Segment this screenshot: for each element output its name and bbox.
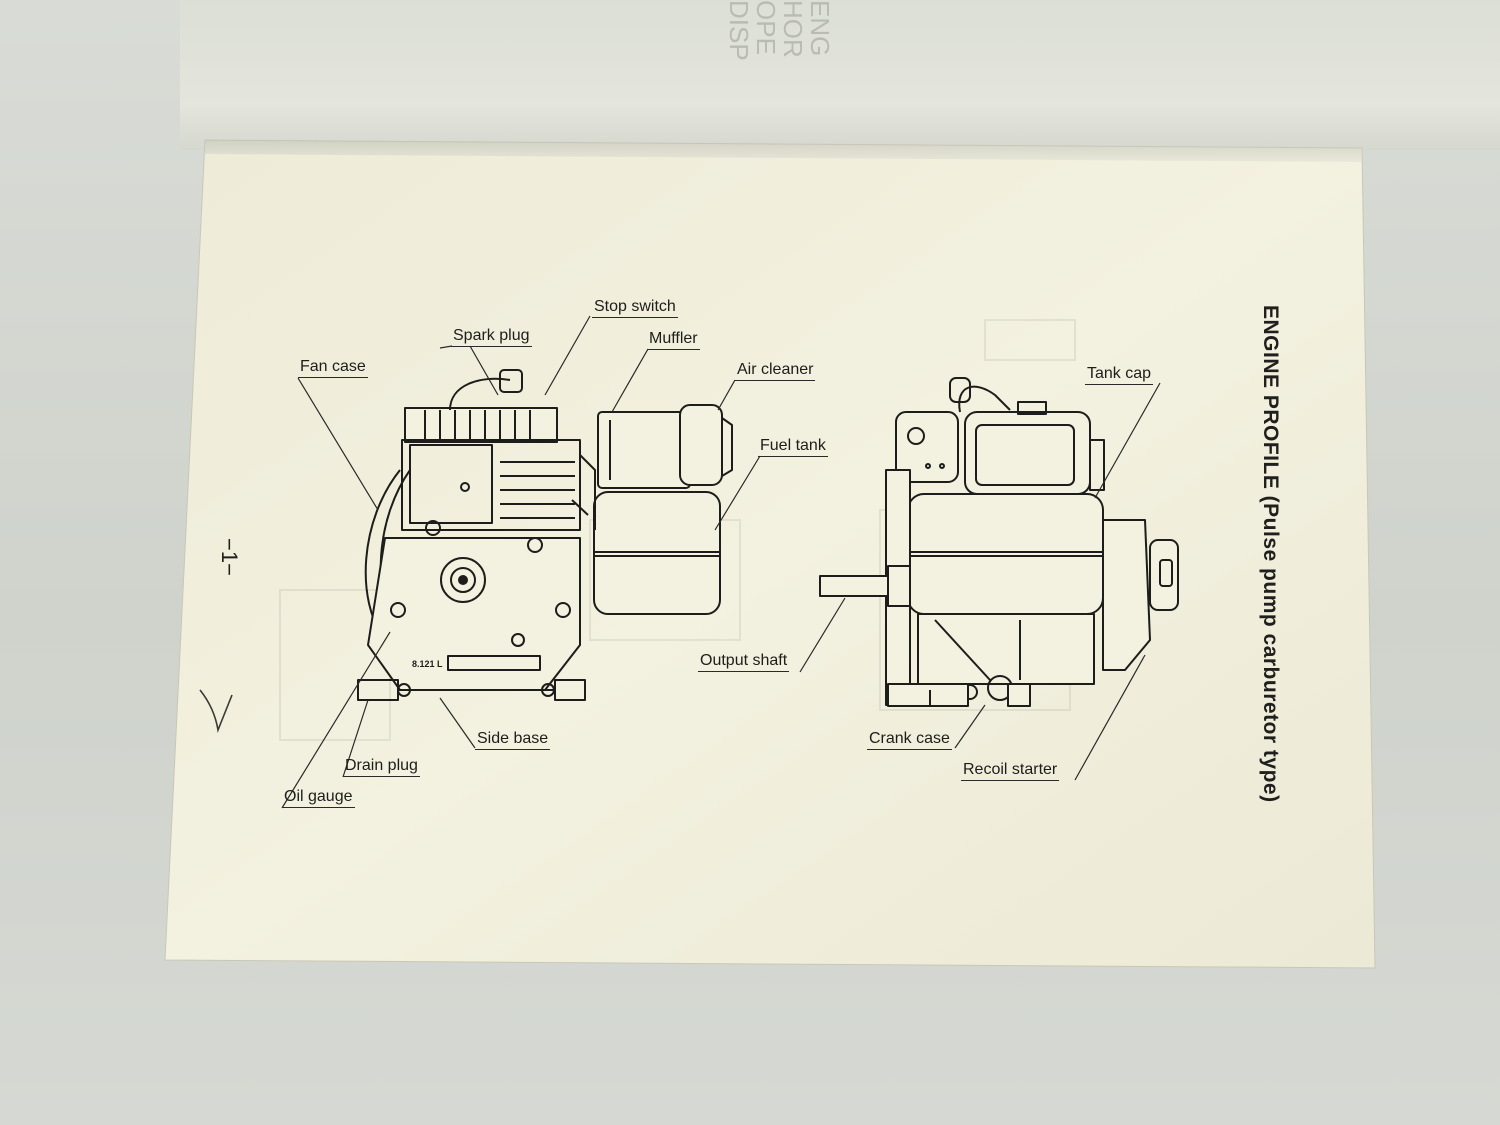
- back-page: ENG HOR OPE DISP: [180, 0, 1500, 150]
- leader-lines: [281, 315, 1161, 809]
- engine-side-view: [357, 369, 733, 701]
- label-output-shaft: Output shaft: [698, 652, 790, 672]
- label-recoil-starter: Recoil starter: [961, 761, 1060, 781]
- page-number: −1−: [217, 538, 242, 576]
- label-spark-plug: Spark plug: [451, 327, 532, 347]
- pencil-mark: [199, 689, 233, 733]
- engine-plate-text: 8.121 L: [412, 659, 443, 669]
- label-muffler: Muffler: [647, 330, 700, 350]
- engine-front-view: [819, 377, 1179, 707]
- page-sheet: [164, 139, 1376, 969]
- label-crank-case: Crank case: [867, 730, 952, 750]
- page-title: ENGINE PROFILE (Pulse pump carburetor ty…: [1259, 305, 1282, 803]
- label-air-cleaner: Air cleaner: [735, 361, 816, 381]
- page-crease-shadow: [205, 140, 1362, 162]
- label-tank-cap: Tank cap: [1085, 365, 1154, 385]
- label-fan-case: Fan case: [298, 358, 368, 378]
- label-oil-gauge: Oil gauge: [282, 788, 355, 808]
- label-fuel-tank: Fuel tank: [758, 437, 828, 457]
- label-drain-plug: Drain plug: [343, 757, 420, 777]
- label-stop-switch: Stop switch: [592, 298, 678, 318]
- label-side-base: Side base: [475, 730, 551, 750]
